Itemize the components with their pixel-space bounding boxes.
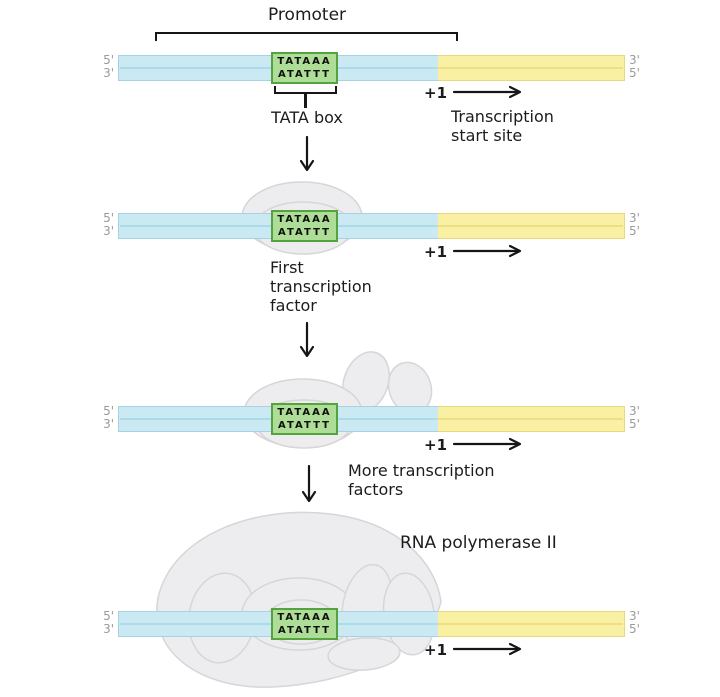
plus-one-marker: +1 (424, 641, 448, 659)
transcription-start-line2: start site (451, 126, 523, 145)
three-prime-label: 3' (629, 211, 640, 225)
tata-bottom-sequence: ATATTT (278, 69, 331, 80)
tata-box: TATAAA ATATTT (271, 52, 338, 84)
five-prime-label: 5' (629, 622, 640, 636)
five-prime-label: 5' (629, 417, 640, 431)
more-tf-line2: factors (348, 480, 404, 499)
more-transcription-factors-label: More transcription factors (348, 461, 495, 499)
plus-one-marker: +1 (424, 243, 448, 261)
three-prime-label: 3' (629, 53, 640, 67)
promoter-bracket (155, 32, 458, 41)
dna-strand-2: TATAAA ATATTT 5' 3' 3' 5' (103, 210, 640, 242)
right-arrow-icon (452, 642, 522, 656)
more-tf-line1: More transcription (348, 461, 495, 480)
tata-box: TATAAA ATATTT (271, 210, 338, 242)
plus-one-marker: +1 (424, 436, 448, 454)
five-prime-label: 5' (103, 404, 114, 418)
down-arrow-icon (301, 464, 317, 503)
plus-one-marker: +1 (424, 84, 448, 102)
down-arrow-icon (299, 321, 315, 358)
five-prime-label: 5' (103, 211, 114, 225)
first-transcription-factor-label: First transcription factor (270, 258, 372, 315)
transcription-start-line1: Transcription (451, 107, 554, 126)
tata-top-sequence: TATAAA (277, 56, 332, 67)
tata-top-sequence: TATAAA (277, 214, 332, 225)
dna-midline (120, 623, 623, 625)
transcription-start-site-label: Transcription start site (451, 107, 554, 145)
transcription-factor-complex-blob (243, 351, 433, 449)
tata-box: TATAAA ATATTT (271, 608, 338, 640)
five-prime-label: 5' (629, 224, 640, 238)
tata-box: TATAAA ATATTT (271, 403, 338, 435)
tata-box-bracket-stem (304, 93, 307, 108)
three-prime-label: 3' (103, 224, 114, 238)
dna-strand-3: TATAAA ATATTT 5' 3' 3' 5' (103, 403, 640, 435)
three-prime-label: 3' (629, 609, 640, 623)
dna-strand-4: TATAAA ATATTT 5' 3' 3' 5' (103, 608, 640, 640)
first-tf-line1: First (270, 258, 304, 277)
tata-top-sequence: TATAAA (277, 612, 332, 623)
dna-midline (120, 67, 623, 69)
tata-bottom-sequence: ATATTT (278, 420, 331, 431)
dna-midline (120, 225, 623, 227)
rna-polymerase-label: RNA polymerase II (400, 533, 557, 553)
three-prime-label: 3' (103, 622, 114, 636)
dna-midline (120, 418, 623, 420)
first-tf-line2: transcription (270, 277, 372, 296)
three-prime-label: 3' (103, 417, 114, 431)
dna-strand-1: TATAAA ATATTT 5' 3' 3' 5' (103, 52, 640, 84)
tata-top-sequence: TATAAA (277, 407, 332, 418)
three-prime-label: 3' (629, 404, 640, 418)
right-arrow-icon (452, 244, 522, 258)
three-prime-label: 3' (103, 66, 114, 80)
tata-box-label: TATA box (271, 108, 343, 127)
right-arrow-icon (452, 85, 522, 99)
tata-bottom-sequence: ATATTT (278, 227, 331, 238)
tata-bottom-sequence: ATATTT (278, 625, 331, 636)
down-arrow-icon (299, 135, 315, 172)
five-prime-label: 5' (103, 53, 114, 67)
five-prime-label: 5' (629, 66, 640, 80)
right-arrow-icon (452, 437, 522, 451)
first-tf-line3: factor (270, 296, 317, 315)
promoter-label: Promoter (267, 5, 347, 25)
five-prime-label: 5' (103, 609, 114, 623)
